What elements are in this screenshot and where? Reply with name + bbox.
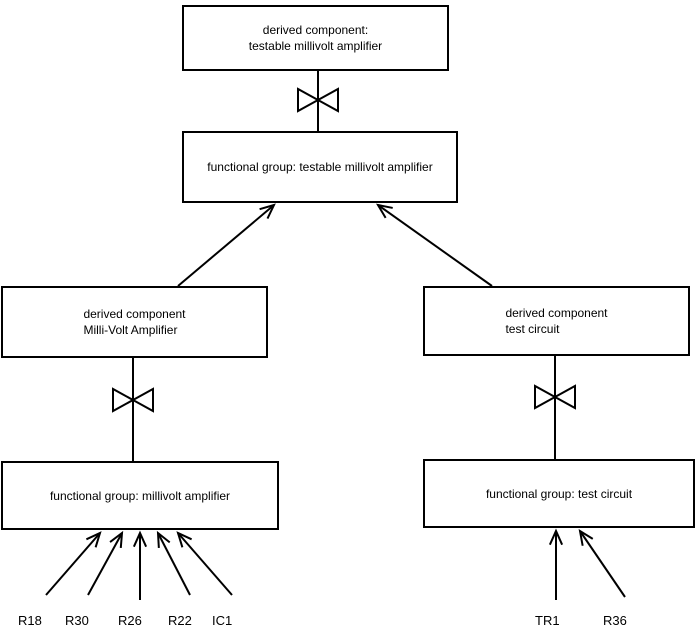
leaf-ic1-line <box>177 532 233 596</box>
node-derived-component-testable-millivolt-amplifier[interactable]: derived component: testable millivolt am… <box>182 5 449 71</box>
node-derived-component-milli-volt-amplifier[interactable]: derived component Milli-Volt Amplifier <box>1 286 268 358</box>
bowtie-triangle-left <box>112 387 136 413</box>
node-label: functional group: testable millivolt amp… <box>207 160 433 174</box>
bowtie-triangle-left <box>534 384 558 410</box>
conn-top-realization-bowtie-icon <box>297 87 339 113</box>
conn-mv-amp-to-testable-fg-arrowhead-icon <box>259 203 276 219</box>
node-functional-group-test-circuit[interactable]: functional group: test circuit <box>423 459 695 528</box>
conn-test-circuit-to-testable-fg-line <box>377 204 493 287</box>
leaf-r22-arrowhead-icon <box>156 530 171 549</box>
conn-right-realization-bowtie-icon <box>534 384 576 410</box>
leaf-r22-line <box>157 532 191 596</box>
node-label: functional group: millivolt amplifier <box>49 488 231 503</box>
bowtie-triangle-right <box>315 87 339 113</box>
bowtie-triangle-right <box>552 384 576 410</box>
node-functional-group-testable-millivolt-amplifier[interactable]: functional group: testable millivolt amp… <box>182 131 458 203</box>
leaf-label-r30[interactable]: R30 <box>65 613 89 628</box>
conn-test-circuit-to-testable-fg-arrowhead-icon <box>376 203 393 219</box>
node-label: derived component Milli-Volt Amplifier <box>83 307 186 337</box>
conn-left-realization-bowtie-icon <box>112 387 154 413</box>
leaf-label-ic1[interactable]: IC1 <box>212 613 233 628</box>
leaf-r18-arrowhead-icon <box>85 531 102 548</box>
conn-mv-amp-to-testable-fg-line <box>177 204 275 287</box>
leaf-ic1-arrowhead-icon <box>176 531 193 548</box>
node-derived-component-test-circuit[interactable]: derived component test circuit <box>423 286 690 356</box>
leaf-r26-arrowhead-icon <box>132 530 148 548</box>
node-label: functional group: test circuit <box>485 486 633 501</box>
leaf-r18-line <box>45 532 101 596</box>
leaf-label-r26[interactable]: R26 <box>118 613 142 628</box>
node-label: derived component: testable millivolt am… <box>248 23 383 53</box>
bowtie-triangle-left <box>297 87 321 113</box>
bowtie-triangle-right <box>130 387 154 413</box>
leaf-label-r22[interactable]: R22 <box>168 613 192 628</box>
node-functional-group-millivolt-amplifier[interactable]: functional group: millivolt amplifier <box>1 461 279 530</box>
leaf-r36-arrowhead-icon <box>578 528 594 546</box>
leaf-r30-arrowhead-icon <box>109 530 124 549</box>
leaf-label-r18[interactable]: R18 <box>18 613 42 628</box>
leaf-label-r36[interactable]: R36 <box>603 613 627 628</box>
leaf-r30-line <box>87 532 123 596</box>
node-label: derived component test circuit <box>505 306 608 336</box>
leaf-label-tr1[interactable]: TR1 <box>535 613 560 628</box>
leaf-tr1-arrowhead-icon <box>548 528 564 546</box>
leaf-r36-line <box>579 530 626 598</box>
